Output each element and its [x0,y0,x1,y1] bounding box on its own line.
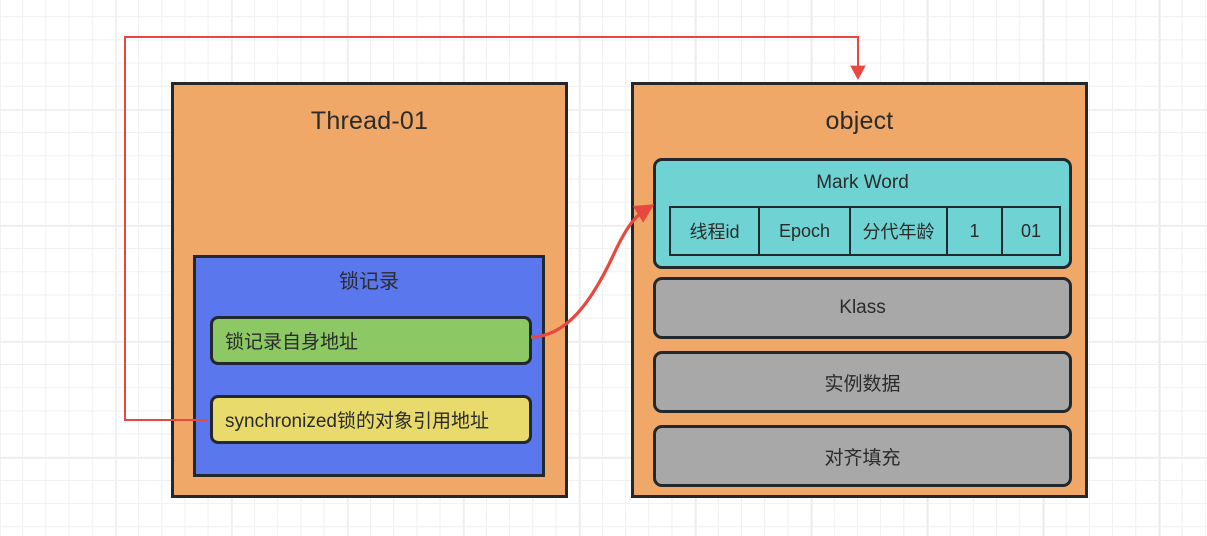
mark-word-cell-epoch: Epoch [758,206,849,256]
mark-word-cell-thread-id: 线程id [669,206,758,256]
object-slot-instance-data: 实例数据 [653,351,1072,413]
lock-record-self-address-row[interactable]: 锁记录自身地址 [210,316,532,365]
object-slot-klass: Klass [653,277,1072,339]
lock-record-self-address-label: 锁记录自身地址 [225,332,359,353]
lock-record-object-ref-address-row[interactable]: synchronized锁的对象引用地址 [210,395,532,444]
object-panel-title: object [825,107,894,135]
lock-record-panel: 锁记录 锁记录自身地址 synchronized锁的对象引用地址 [193,255,545,477]
object-panel: object Mark Word 线程id Epoch 分代年龄 1 01 Kl… [631,82,1088,498]
object-slot-alignment-padding: 对齐填充 [653,425,1072,487]
lock-record-title: 锁记录 [339,271,399,293]
lock-record-object-ref-address-label: synchronized锁的对象引用地址 [225,411,489,432]
thread-panel-title: Thread-01 [310,107,429,135]
mark-word-cell-biased-flag: 1 [946,206,1001,256]
mark-word-table: 线程id Epoch 分代年龄 1 01 [669,206,1061,256]
mark-word-title: Mark Word [816,172,909,193]
mark-word-box: Mark Word 线程id Epoch 分代年龄 1 01 [653,158,1072,269]
mark-word-cell-lock-flag: 01 [1001,206,1061,256]
mark-word-cell-generation-age: 分代年龄 [849,206,946,256]
